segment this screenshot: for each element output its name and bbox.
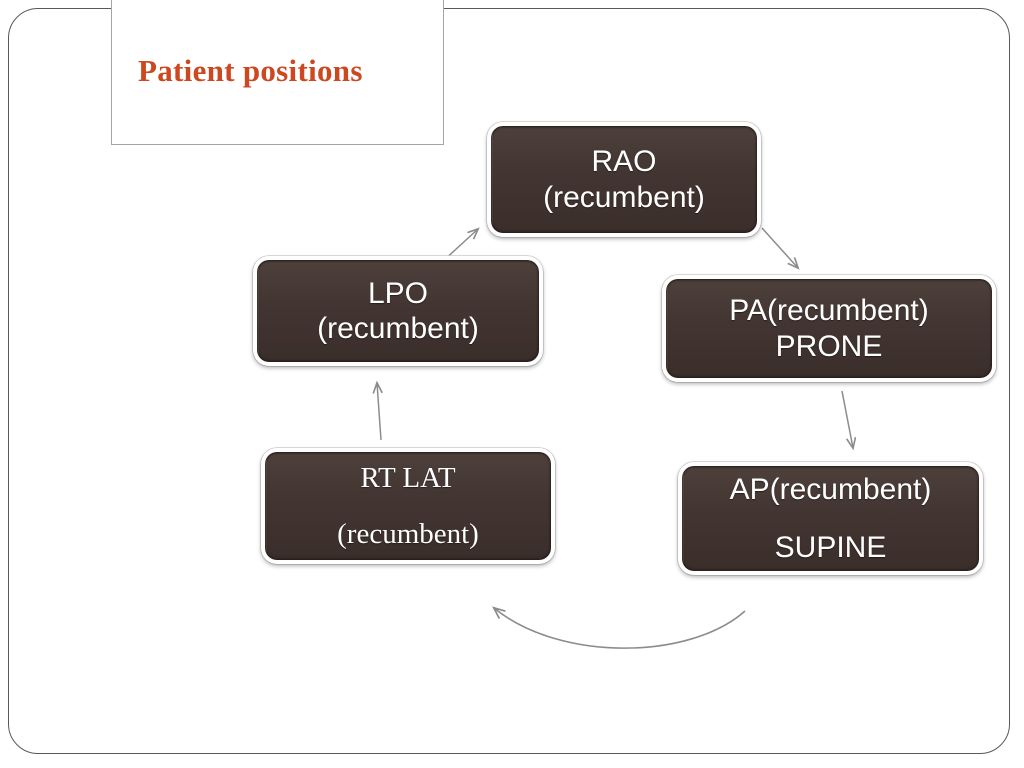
arrow-ap-to-rtlat (494, 608, 746, 649)
node-pa-line-1: PA(recumbent) (729, 294, 929, 328)
node-lpo-line-2: (recumbent) (317, 312, 479, 345)
node-rao-line-2: (recumbent) (543, 180, 705, 214)
node-rt-lat-body: RT LAT (recumbent) (265, 452, 551, 560)
node-ap[interactable]: AP(recumbent) SUPINE (678, 462, 983, 575)
node-ap-line-2: SUPINE (774, 530, 887, 564)
node-ap-body: AP(recumbent) SUPINE (682, 466, 979, 571)
node-rao-line-1: RAO (591, 145, 657, 179)
node-lpo[interactable]: LPO (recumbent) (253, 256, 543, 366)
node-pa-body: PA(recumbent) PRONE (666, 279, 992, 378)
page-title: Patient positions (138, 52, 363, 88)
node-ap-line-1: AP(recumbent) (729, 473, 932, 507)
node-rao[interactable]: RAO (recumbent) (487, 122, 761, 237)
node-pa-line-2: PRONE (775, 329, 883, 363)
node-lpo-body: LPO (recumbent) (257, 260, 539, 362)
arrow-pa-to-ap (841, 390, 853, 448)
node-rt-lat-line-2: (recumbent) (337, 518, 479, 550)
node-rt-lat[interactable]: RT LAT (recumbent) (261, 448, 555, 564)
title-placeholder[interactable]: Patient positions (111, 0, 444, 145)
node-rt-lat-line-1: RT LAT (360, 461, 456, 494)
node-rao-body: RAO (recumbent) (491, 126, 757, 233)
arrow-rao-to-pa (761, 227, 798, 268)
arrow-rtlat-to-lpo (377, 383, 381, 441)
node-lpo-line-1: LPO (367, 276, 429, 310)
node-pa[interactable]: PA(recumbent) PRONE (662, 275, 996, 382)
